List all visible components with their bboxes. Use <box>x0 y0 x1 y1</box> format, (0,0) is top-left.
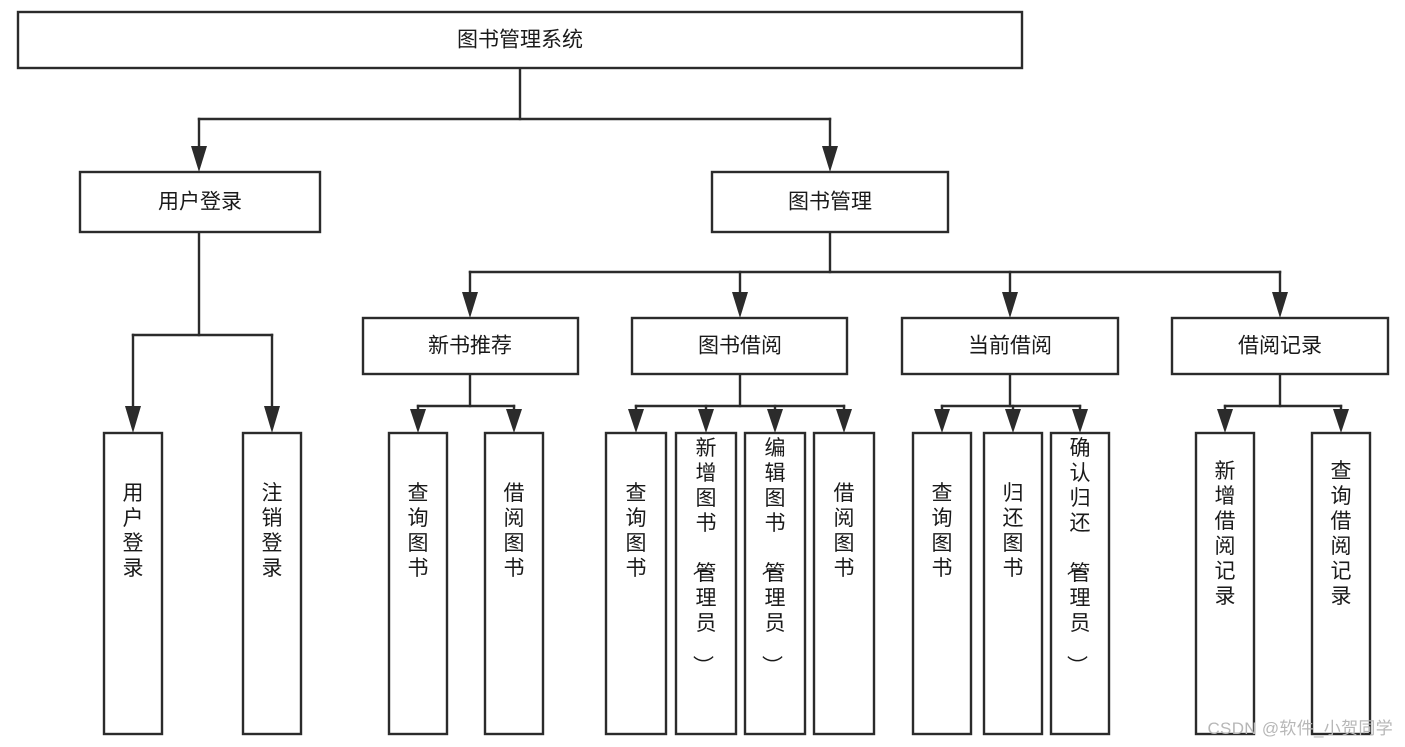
node-leaf-query-book-2-label: 查询图书 <box>626 482 647 580</box>
node-leaf-logout-label: 注销登录 <box>262 482 283 580</box>
arrow-to-logout-leaf-icon <box>264 406 280 433</box>
node-leaf-query-book-3-box[interactable] <box>911 431 973 736</box>
connector-group-book-manage <box>462 230 1288 318</box>
arrow-root-to-user-login-icon <box>191 146 207 172</box>
node-leaf-return-book-label: 归还图书 <box>1003 482 1024 580</box>
node-leaf-borrow-book-2[interactable]: 借阅图书 <box>812 431 876 736</box>
node-leaf-edit-book-box[interactable] <box>743 431 807 736</box>
node-root-box[interactable] <box>16 10 1024 70</box>
node-leaf-user-login-box[interactable] <box>102 431 164 736</box>
arrow-to-edit-book-icon <box>767 409 783 433</box>
node-leaf-confirm-return[interactable]: 确认归还（管理员） <box>1049 431 1111 736</box>
node-leaf-query-book-2[interactable]: 查询图书 <box>604 431 668 736</box>
node-new-book-rec[interactable]: 新书推荐 <box>361 316 580 376</box>
node-leaf-add-book[interactable]: 新增图书（管理员） <box>674 431 738 736</box>
node-leaf-add-book-label: 新增图书（管理员） <box>691 437 717 676</box>
node-leaf-return-book[interactable]: 归还图书 <box>982 431 1044 736</box>
node-borrow-record[interactable]: 借阅记录 <box>1170 316 1390 376</box>
node-leaf-edit-book[interactable]: 编辑图书（管理员） <box>743 431 807 736</box>
node-borrow-record-box[interactable] <box>1170 316 1390 376</box>
node-book-borrow-label: 图书借阅 <box>698 335 782 358</box>
arrow-to-current-borrow-icon <box>1002 292 1018 318</box>
arrow-to-query-book-1-icon <box>410 409 426 433</box>
arrow-root-to-book-manage-icon <box>822 146 838 172</box>
connector-group-current-borrow <box>934 372 1088 433</box>
connector-group-borrow-record <box>1217 372 1349 433</box>
node-leaf-query-book-3[interactable]: 查询图书 <box>911 431 973 736</box>
node-book-manage-box[interactable] <box>710 170 950 234</box>
node-leaf-return-book-box[interactable] <box>982 431 1044 736</box>
node-leaf-borrow-book-1-label: 借阅图书 <box>504 482 525 580</box>
arrow-to-book-borrow-icon <box>732 292 748 318</box>
connector-group-user-login <box>125 230 280 433</box>
arrow-to-query-record-icon <box>1333 409 1349 433</box>
csdn-watermark: CSDN @软件_小贺同学 <box>1207 719 1393 738</box>
node-borrow-record-label: 借阅记录 <box>1238 335 1322 358</box>
node-new-book-rec-label: 新书推荐 <box>428 335 512 358</box>
arrow-to-confirm-return-icon <box>1072 409 1088 433</box>
node-leaf-add-book-box[interactable] <box>674 431 738 736</box>
arrow-to-new-book-rec-icon <box>462 292 478 318</box>
node-leaf-query-book-2-box[interactable] <box>604 431 668 736</box>
node-leaf-edit-book-label: 编辑图书（管理员） <box>760 437 786 676</box>
node-leaf-borrow-book-2-box[interactable] <box>812 431 876 736</box>
node-leaf-add-record-label: 新增借阅记录 <box>1215 460 1236 608</box>
arrow-to-add-book-icon <box>698 409 714 433</box>
node-leaf-logout-box[interactable] <box>241 431 303 736</box>
arrow-to-query-book-2-icon <box>628 409 644 433</box>
arrow-to-borrow-book-1-icon <box>506 409 522 433</box>
node-current-borrow[interactable]: 当前借阅 <box>900 316 1120 376</box>
node-user-login-box[interactable] <box>78 170 322 234</box>
node-book-borrow[interactable]: 图书借阅 <box>630 316 849 376</box>
node-leaf-add-record[interactable]: 新增借阅记录 <box>1194 431 1256 736</box>
arrow-to-return-book-icon <box>1005 409 1021 433</box>
node-leaf-confirm-return-label: 确认归还（管理员） <box>1065 437 1091 676</box>
node-leaf-borrow-book-1[interactable]: 借阅图书 <box>483 431 545 736</box>
node-leaf-add-record-box[interactable] <box>1194 431 1256 736</box>
connector-group-new-book-rec <box>410 372 522 433</box>
node-leaf-user-login[interactable]: 用户登录 <box>102 431 164 736</box>
connector-group-book-borrow <box>628 372 852 433</box>
node-user-login[interactable]: 用户登录 <box>78 170 322 234</box>
node-book-borrow-box[interactable] <box>630 316 849 376</box>
node-leaf-query-record-box[interactable] <box>1310 431 1372 736</box>
node-leaf-query-book-1-label: 查询图书 <box>408 482 429 580</box>
node-leaf-logout[interactable]: 注销登录 <box>241 431 303 736</box>
connector-group-root <box>191 66 838 172</box>
node-leaf-query-record-label: 查询借阅记录 <box>1331 460 1352 608</box>
node-leaf-borrow-book-1-box[interactable] <box>483 431 545 736</box>
node-user-login-label: 用户登录 <box>158 191 242 214</box>
node-current-borrow-box[interactable] <box>900 316 1120 376</box>
arrow-to-query-book-3-icon <box>934 409 950 433</box>
node-current-borrow-label: 当前借阅 <box>968 335 1052 358</box>
arrow-to-user-login-leaf-icon <box>125 406 141 433</box>
node-book-manage[interactable]: 图书管理 <box>710 170 950 234</box>
node-leaf-query-book-1[interactable]: 查询图书 <box>387 431 449 736</box>
node-book-manage-label: 图书管理 <box>788 191 872 214</box>
node-leaf-query-record[interactable]: 查询借阅记录 <box>1310 431 1372 736</box>
node-root-label: 图书管理系统 <box>457 29 583 52</box>
node-leaf-query-book-1-box[interactable] <box>387 431 449 736</box>
node-leaf-query-book-3-label: 查询图书 <box>932 482 953 580</box>
arrow-to-add-record-icon <box>1217 409 1233 433</box>
node-root[interactable]: 图书管理系统 <box>16 10 1024 70</box>
node-leaf-confirm-return-box[interactable] <box>1049 431 1111 736</box>
node-leaf-user-login-label: 用户登录 <box>123 482 144 580</box>
node-leaf-borrow-book-2-label: 借阅图书 <box>834 482 855 580</box>
arrow-to-borrow-book-2-icon <box>836 409 852 433</box>
node-new-book-rec-box[interactable] <box>361 316 580 376</box>
arrow-to-borrow-record-icon <box>1272 292 1288 318</box>
